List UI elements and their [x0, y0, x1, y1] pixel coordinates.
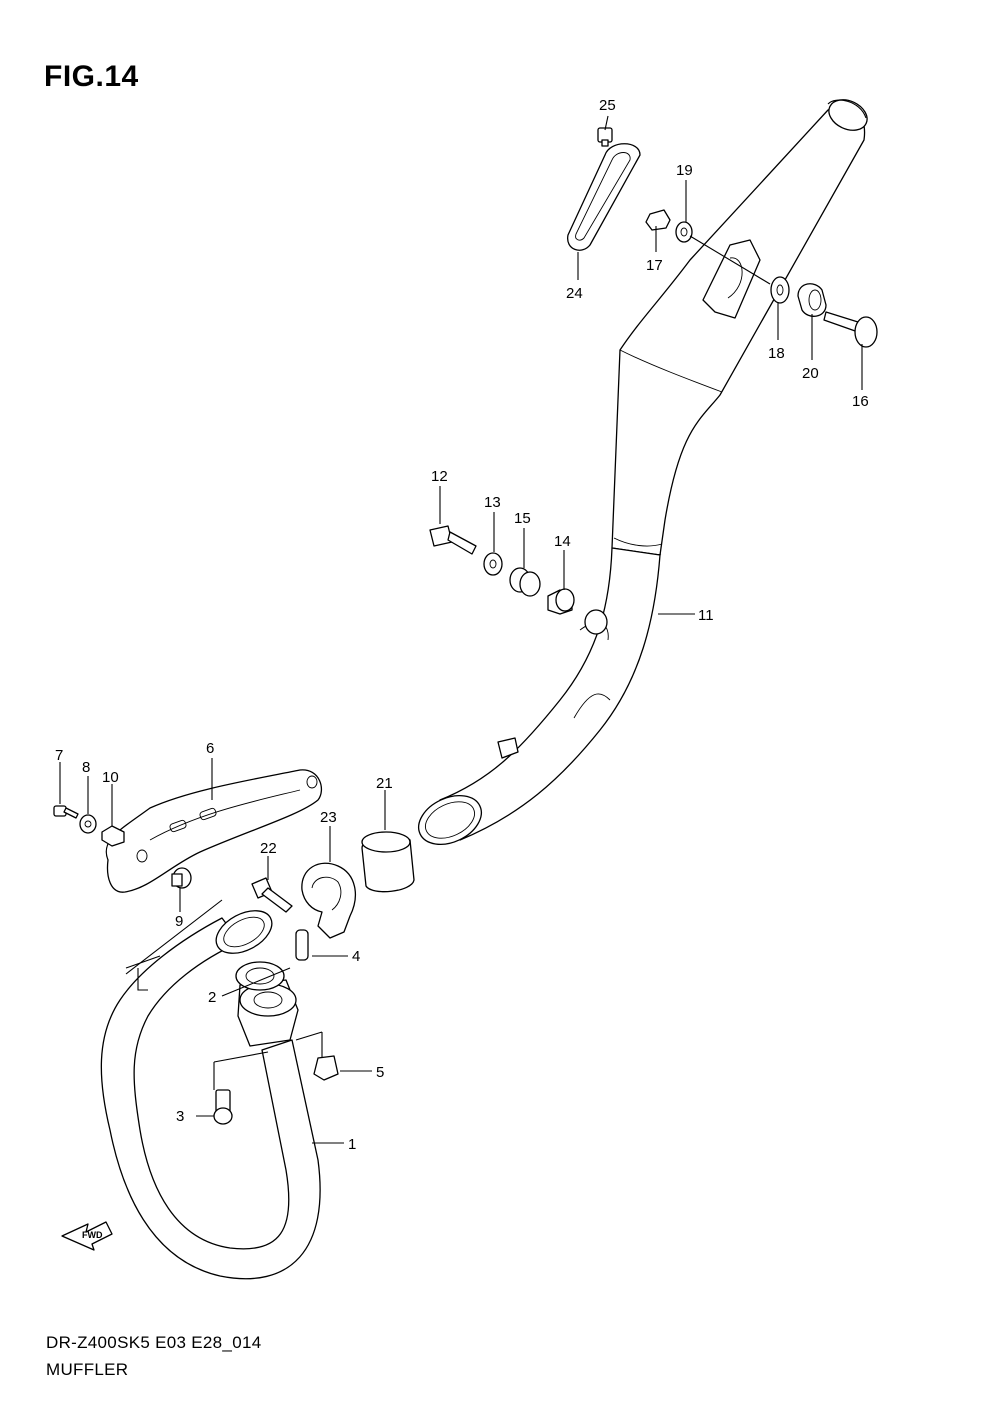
- callout-20: 20: [802, 365, 819, 382]
- callout-5: 5: [376, 1064, 384, 1081]
- cushion-20[interactable]: [797, 283, 827, 317]
- bolt-9[interactable]: [171, 867, 192, 889]
- section-name: MUFFLER: [46, 1360, 129, 1379]
- callout-17: 17: [646, 257, 663, 274]
- washer-19[interactable]: [675, 221, 693, 243]
- washer-13[interactable]: [483, 552, 503, 576]
- callout-19: 19: [676, 162, 693, 179]
- exhaust-pipe-1[interactable]: [100, 902, 321, 1280]
- callout-6: 6: [206, 740, 214, 757]
- fwd-arrow-icon: FWD: [61, 1221, 113, 1251]
- fwd-label: FWD: [82, 1230, 103, 1240]
- callout-10: 10: [102, 769, 119, 786]
- nut-5[interactable]: [313, 1055, 339, 1081]
- collar-14[interactable]: [547, 588, 575, 615]
- callout-2: 2: [208, 989, 216, 1006]
- callout-labels: 25 24 17 19 18 20 16 12 13 15 14 11 7 8 …: [55, 97, 869, 1153]
- muffler-body[interactable]: [411, 94, 872, 854]
- callout-15: 15: [514, 510, 531, 527]
- muffler-boss: [584, 609, 608, 635]
- clamp-23[interactable]: [301, 862, 356, 939]
- callout-1: 1: [348, 1136, 356, 1153]
- washer-18[interactable]: [770, 276, 790, 304]
- callout-13: 13: [484, 494, 501, 511]
- callout-18: 18: [768, 345, 785, 362]
- screw-25[interactable]: [597, 127, 613, 147]
- callout-14: 14: [554, 533, 571, 550]
- model-code: DR-Z400SK5 E03 E28_014: [46, 1333, 262, 1352]
- callout-12: 12: [431, 468, 448, 485]
- callout-25: 25: [599, 97, 616, 114]
- leader-lines: [59, 115, 863, 1144]
- callout-3: 3: [176, 1108, 184, 1125]
- callout-23: 23: [320, 809, 337, 826]
- bolt-16[interactable]: [823, 311, 878, 348]
- stud-4[interactable]: [295, 929, 309, 961]
- heat-protector-6[interactable]: [105, 769, 323, 893]
- callout-21: 21: [376, 775, 393, 792]
- connector-21[interactable]: [361, 831, 415, 893]
- figure-title: FIG.14: [44, 60, 139, 93]
- nut-17[interactable]: [645, 209, 671, 231]
- callout-7: 7: [55, 747, 63, 764]
- callout-4: 4: [352, 948, 360, 965]
- bracket-24[interactable]: [567, 143, 641, 251]
- callout-16: 16: [852, 393, 869, 410]
- callout-9: 9: [175, 913, 183, 930]
- screw-7[interactable]: [53, 805, 79, 819]
- callout-11: 11: [698, 607, 714, 624]
- washer-8[interactable]: [79, 814, 97, 834]
- gasket-2[interactable]: [235, 961, 285, 991]
- callout-8: 8: [82, 759, 90, 776]
- bolt-22[interactable]: [251, 877, 293, 913]
- callout-22: 22: [260, 840, 277, 857]
- cushion-15[interactable]: [509, 567, 541, 597]
- bolt-3[interactable]: [213, 1089, 233, 1125]
- bolt-12[interactable]: [429, 525, 477, 555]
- callout-24: 24: [566, 285, 583, 302]
